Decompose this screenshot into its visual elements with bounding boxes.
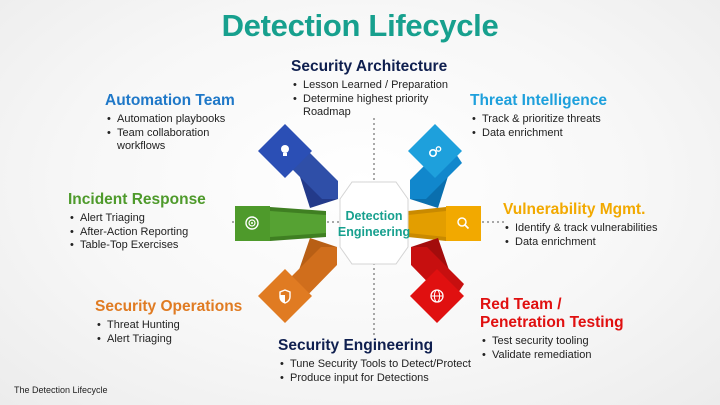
center-hub: Detection Engineering: [338, 181, 410, 265]
shield-icon: [279, 289, 291, 304]
section-title: Security Engineering: [278, 337, 434, 354]
list-item: Table-Top Exercises: [68, 239, 206, 253]
globe-icon: [430, 289, 444, 303]
list-item: Track & prioritize threats: [470, 113, 607, 127]
list-item: Alert Triaging: [68, 212, 206, 226]
section-title: Security Operations: [95, 298, 243, 315]
list-item: Alert Triaging: [95, 333, 242, 347]
section-title: Security Architecture: [291, 58, 448, 75]
section-title: Incident Response: [68, 191, 206, 208]
page-title: Detection Lifecycle: [221, 8, 499, 43]
section-red-team: Red Team / Penetration Testing Test secu…: [480, 296, 624, 362]
list-item: Data enrichment: [470, 127, 607, 141]
section-automation-team: Automation Team Automation playbooks Tea…: [105, 92, 237, 154]
list-item: Lesson Learned / Preparation: [291, 79, 453, 93]
section-incident-response: Incident Response Alert Triaging After-A…: [68, 191, 206, 253]
section-threat-intelligence: Threat Intelligence Track & prioritize t…: [470, 92, 607, 140]
list-item: Data enrichment: [503, 236, 657, 250]
list-item: Threat Hunting: [95, 319, 242, 333]
list-item: Team collaboration workflows: [105, 127, 237, 154]
spoke-red-team: [410, 238, 464, 323]
center-label-line2: Engineering: [338, 225, 410, 239]
list-item: Validate remediation: [480, 349, 624, 363]
footer-caption: The Detection Lifecycle: [14, 385, 108, 395]
section-title: Vulnerability Mgmt.: [503, 201, 646, 218]
section-security-engineering: Security Engineering Tune Security Tools…: [278, 337, 471, 385]
section-title-line2: Penetration Testing: [480, 314, 624, 331]
spoke-security-operations: [258, 238, 337, 323]
spoke-incident-response: [235, 206, 326, 241]
center-label-line1: Detection: [346, 209, 403, 223]
spoke-vulnerability-mgmt: [408, 206, 481, 241]
target-icon: [245, 216, 259, 230]
list-item: Produce input for Detections: [278, 372, 471, 386]
list-item: Determine highest priority Roadmap: [291, 93, 453, 120]
list-item: Test security tooling: [480, 335, 624, 349]
spoke-automation-team: [258, 124, 338, 208]
section-security-architecture: Security Architecture Lesson Learned / P…: [291, 58, 453, 120]
list-item: Identify & track vulnerabilities: [503, 222, 657, 236]
list-item: Tune Security Tools to Detect/Protect: [278, 358, 471, 372]
lightbulb-icon: [281, 145, 289, 156]
section-security-operations: Security Operations Threat Hunting Alert…: [95, 298, 242, 346]
section-title-line1: Red Team /: [480, 296, 562, 313]
spoke-threat-intelligence: [408, 124, 462, 208]
list-item: After-Action Reporting: [68, 226, 206, 240]
gears-icon: [429, 146, 442, 158]
section-vulnerability-mgmt: Vulnerability Mgmt. Identify & track vul…: [503, 201, 657, 249]
list-item: Automation playbooks: [105, 113, 237, 127]
magnifier-icon: [457, 217, 470, 230]
section-title: Automation Team: [105, 92, 235, 109]
section-title: Threat Intelligence: [470, 92, 607, 109]
